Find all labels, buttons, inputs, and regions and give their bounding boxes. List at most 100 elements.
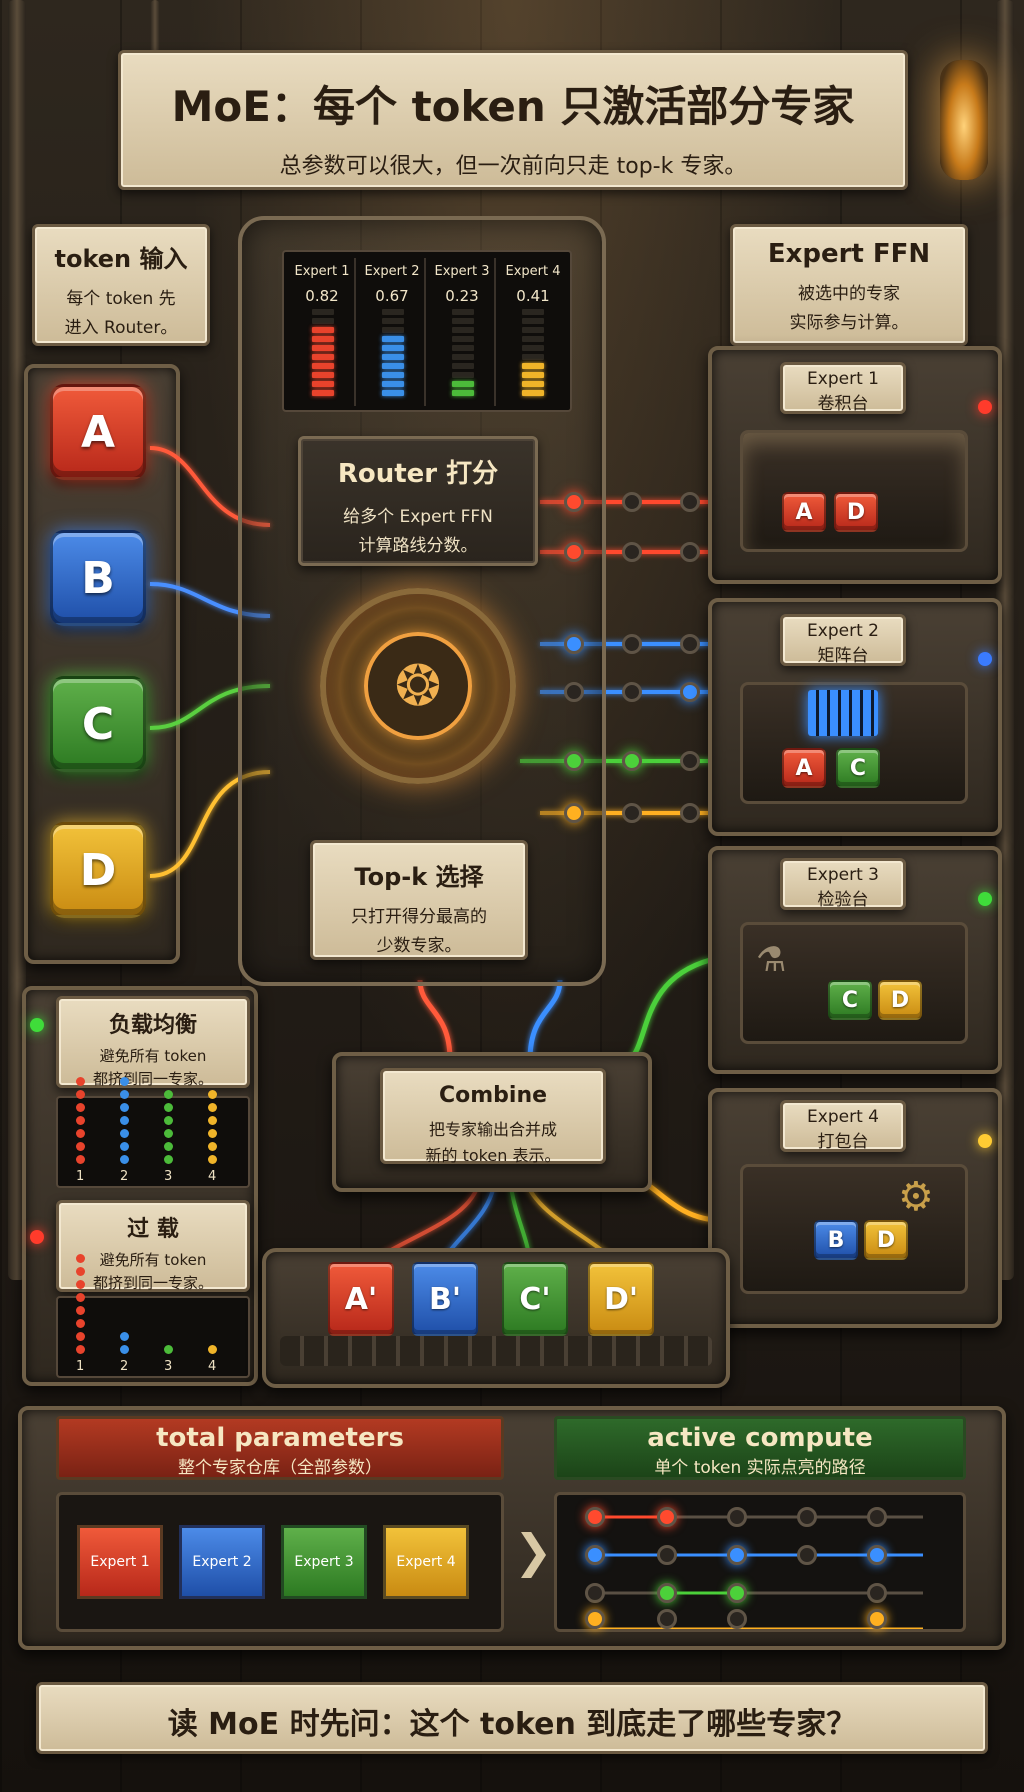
active-compute-title: active compute bbox=[647, 1423, 873, 1453]
active-path-board bbox=[554, 1492, 966, 1632]
expert-4-token-cube: B bbox=[814, 1220, 858, 1260]
path-node bbox=[867, 1545, 887, 1565]
title-plate: MoE：每个 token 只激活部分专家 总参数可以很大，但一次前向只走 top… bbox=[118, 50, 908, 190]
wire-token-c bbox=[149, 684, 271, 730]
load-dot bbox=[164, 1345, 173, 1354]
score-bar-segment bbox=[452, 390, 474, 396]
score-bar-segment bbox=[452, 363, 474, 369]
load-dot bbox=[76, 1306, 85, 1315]
score-bar-segment bbox=[452, 372, 474, 378]
robot-arm-icon: ⚙ bbox=[898, 1174, 934, 1220]
route-node bbox=[564, 634, 584, 654]
load-dot bbox=[120, 1116, 129, 1125]
token-input-title: token 输入 bbox=[54, 245, 188, 273]
path-node bbox=[797, 1545, 817, 1565]
score-bar-segment bbox=[522, 318, 544, 324]
load-label: 2 bbox=[120, 1359, 129, 1374]
score-bar-segment bbox=[452, 336, 474, 342]
footer-question: 读 MoE 时先问：这个 token 到底走了哪些专家？ bbox=[167, 1707, 857, 1742]
load-dot-column bbox=[164, 1345, 174, 1354]
expert-2-name: Expert 2 bbox=[807, 621, 879, 641]
score-bar-segment bbox=[452, 327, 474, 333]
score-expert-4-name: Expert 4 bbox=[505, 264, 561, 279]
expert-3-status-lamp bbox=[978, 892, 992, 906]
load-label: 2 bbox=[120, 1169, 129, 1184]
wire-combine-green bbox=[628, 957, 711, 1062]
path-node bbox=[657, 1583, 677, 1603]
score-bar-segment bbox=[522, 381, 544, 387]
wire-token-a bbox=[149, 446, 271, 527]
load-dot bbox=[208, 1090, 217, 1099]
combine-plate: Combine 把专家输出合并成 新的 token 表示。 bbox=[380, 1068, 606, 1165]
path-node bbox=[727, 1545, 747, 1565]
load-dot bbox=[76, 1116, 85, 1125]
expert-warehouse: Expert 1 Expert 2 Expert 3 Expert 4 bbox=[56, 1492, 504, 1632]
score-bar-segment bbox=[312, 336, 334, 342]
score-bar-segment bbox=[382, 327, 404, 333]
score-bar-segment bbox=[312, 372, 334, 378]
balance-status-lamp bbox=[30, 1018, 44, 1032]
load-dot bbox=[120, 1090, 129, 1099]
route-node bbox=[564, 803, 584, 823]
score-expert-3-value: 0.23 bbox=[445, 287, 479, 305]
path-node bbox=[727, 1507, 747, 1527]
load-label: 1 bbox=[76, 1169, 85, 1184]
output-token-c: C' bbox=[502, 1262, 568, 1336]
expert-4-name: Expert 4 bbox=[807, 1107, 879, 1127]
load-dot bbox=[120, 1332, 129, 1341]
score-expert-2-value: 0.67 bbox=[375, 287, 409, 305]
score-bar-segment bbox=[452, 318, 474, 324]
topk-plate: Top-k 选择 只打开得分最高的 少数专家。 bbox=[310, 840, 528, 960]
load-dot bbox=[164, 1155, 173, 1164]
expert-4-status-lamp bbox=[978, 1134, 992, 1148]
footer-plate: 读 MoE 时先问：这个 token 到底走了哪些专家？ bbox=[36, 1682, 988, 1754]
pipe-top bbox=[150, 0, 160, 60]
token-key-d[interactable]: D bbox=[50, 822, 146, 918]
load-dot bbox=[164, 1116, 173, 1125]
score-bar-segment bbox=[522, 390, 544, 396]
route-node bbox=[622, 751, 642, 771]
score-bar-segment bbox=[452, 354, 474, 360]
router-title: Router 打分 bbox=[337, 459, 499, 489]
score-bar-segment bbox=[522, 336, 544, 342]
output-token-d: D' bbox=[588, 1262, 654, 1336]
expert-ffn-desc-1: 被选中的专家 bbox=[798, 284, 900, 304]
score-bar-segment bbox=[312, 381, 334, 387]
conveyor-belt bbox=[280, 1336, 712, 1366]
load-dot bbox=[164, 1142, 173, 1151]
warehouse-expert-3: Expert 3 bbox=[281, 1525, 367, 1599]
expert-2-token-cube: C bbox=[836, 748, 880, 788]
topk-desc-1: 只打开得分最高的 bbox=[351, 907, 487, 927]
score-expert-3-name: Expert 3 bbox=[434, 264, 490, 279]
path-node bbox=[867, 1507, 887, 1527]
score-bar-segment bbox=[452, 309, 474, 315]
token-key-a[interactable]: A bbox=[50, 384, 146, 480]
score-expert-1-name: Expert 1 bbox=[294, 264, 350, 279]
score-bar-2 bbox=[382, 309, 404, 396]
load-dot bbox=[164, 1090, 173, 1099]
load-dot-column bbox=[208, 1345, 218, 1354]
token-input-plate: token 输入 每个 token 先 进入 Router。 bbox=[32, 224, 210, 346]
score-bar-segment bbox=[382, 336, 404, 342]
score-bar-segment bbox=[382, 390, 404, 396]
score-bar-segment bbox=[312, 327, 334, 333]
token-key-b[interactable]: B bbox=[50, 530, 146, 626]
path-node bbox=[727, 1583, 747, 1603]
combine-desc-2: 新的 token 表示。 bbox=[425, 1146, 561, 1165]
expert-4-token-cube: D bbox=[864, 1220, 908, 1260]
combine-desc-1: 把专家输出合并成 bbox=[428, 1120, 557, 1139]
score-bar-segment bbox=[522, 354, 544, 360]
token-input-desc-2: 进入 Router。 bbox=[64, 318, 178, 338]
load-dot bbox=[208, 1116, 217, 1125]
score-expert-1-value: 0.82 bbox=[305, 287, 339, 305]
load-dot bbox=[76, 1129, 85, 1138]
expert-4-label: Expert 4 打包台 bbox=[780, 1100, 906, 1152]
topk-title: Top-k 选择 bbox=[354, 863, 484, 891]
score-bar-segment bbox=[522, 345, 544, 351]
load-dot bbox=[76, 1319, 85, 1328]
route-node bbox=[680, 542, 700, 562]
expert-2-station: 矩阵台 bbox=[817, 646, 869, 666]
token-key-c[interactable]: C bbox=[50, 676, 146, 772]
load-dot-column bbox=[208, 1090, 218, 1164]
